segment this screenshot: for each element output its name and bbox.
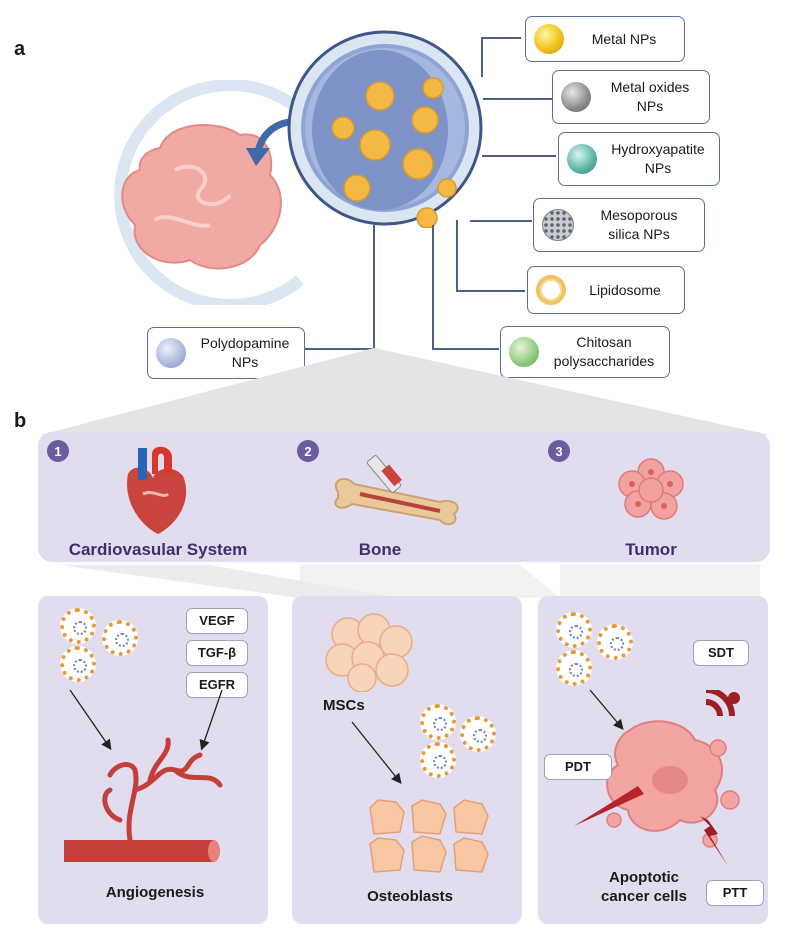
np-label-chitosan-2: polysaccharides — [553, 353, 655, 369]
osteoblast-cells-icon — [369, 799, 489, 873]
therapy-tag-pdt: PDT — [544, 754, 612, 780]
caption-apoptotic-line1: Apoptotic — [609, 869, 679, 886]
angiogenesis-illustration — [64, 690, 223, 862]
chitosan-icon — [509, 337, 539, 367]
mesoporous-silica-icon — [542, 209, 574, 241]
category-number-2: 2 — [297, 440, 319, 462]
np-label-metal: Metal NPs — [591, 30, 657, 47]
nanoparticle-carrier — [287, 30, 483, 228]
nanovesicle-icon — [460, 716, 496, 752]
np-label-metal-oxides-1: Metal oxides — [610, 79, 690, 95]
np-label-lipidosome: Lipidosome — [589, 281, 661, 298]
zoom-fans — [40, 348, 770, 598]
np-label-metal-oxides-2: NPs — [636, 98, 664, 114]
np-label-polydopamine-2: NPs — [231, 354, 259, 370]
factor-tag-vegf: VEGF — [186, 608, 248, 634]
caption-apoptotic: Apoptotic cancer cells — [584, 868, 704, 906]
differentiation-arrow — [351, 721, 402, 785]
label-mscs: MSCs — [323, 697, 365, 714]
msc-cluster-icon — [325, 613, 413, 692]
nanovesicle-icon — [420, 704, 456, 740]
np-label-hydroxyapatite-2: NPs — [644, 160, 672, 176]
tissue-illustration — [114, 80, 304, 305]
lipidosome-icon — [536, 275, 566, 305]
category-number-1: 1 — [47, 440, 69, 462]
category-number-3: 3 — [548, 440, 570, 462]
caption-osteoblasts: Osteoblasts — [367, 888, 453, 905]
np-box-chitosan: Chitosan polysaccharides — [500, 326, 670, 378]
np-box-mesoporous-silica: Mesoporous silica NPs — [533, 198, 705, 252]
therapy-tag-ptt: PTT — [706, 880, 764, 906]
nanovesicle-icon — [60, 646, 96, 682]
factor-tag-tgfb: TGF-β — [186, 640, 248, 666]
np-label-hydroxyapatite-1: Hydroxyapatite — [611, 141, 705, 157]
np-box-metal: Metal NPs — [525, 16, 685, 62]
heart-icon — [127, 446, 187, 534]
np-label-mesoporous-2: silica NPs — [608, 226, 670, 242]
panel-a-letter: a — [14, 38, 26, 60]
category-label-tumor: Tumor — [625, 540, 677, 559]
cancer-cell-illustration — [574, 690, 740, 866]
hydroxyapatite-np-icon — [567, 144, 597, 174]
nanovesicle-icon — [60, 608, 96, 644]
factor-tag-egfr: EGFR — [186, 672, 248, 698]
nanovesicle-icon — [556, 650, 592, 686]
panel-b-letter: b — [14, 410, 27, 432]
np-label-polydopamine-1: Polydopamine — [200, 335, 290, 351]
np-label-mesoporous-1: Mesoporous — [600, 207, 678, 223]
tissue-blob — [121, 124, 282, 270]
nanovesicle-icon — [556, 612, 592, 648]
caption-apoptotic-line2: cancer cells — [601, 888, 687, 905]
metal-oxide-np-icon — [561, 82, 591, 112]
nanovesicle-icon — [102, 620, 138, 656]
category-label-cardio: Cardiovasular System — [68, 540, 248, 559]
np-label-chitosan-1: Chitosan — [576, 334, 632, 350]
np-box-lipidosome: Lipidosome — [527, 266, 685, 314]
therapy-tag-sdt: SDT — [693, 640, 749, 666]
nanovesicle-icon — [597, 624, 633, 660]
category-label-bone: Bone — [358, 540, 402, 559]
nanovesicle-icon — [420, 742, 456, 778]
tumor-icon — [618, 458, 684, 520]
bone-injection-icon — [334, 455, 459, 526]
caption-angiogenesis: Angiogenesis — [105, 884, 205, 901]
polydopamine-np-icon — [156, 338, 186, 368]
metal-np-icon — [534, 24, 564, 54]
